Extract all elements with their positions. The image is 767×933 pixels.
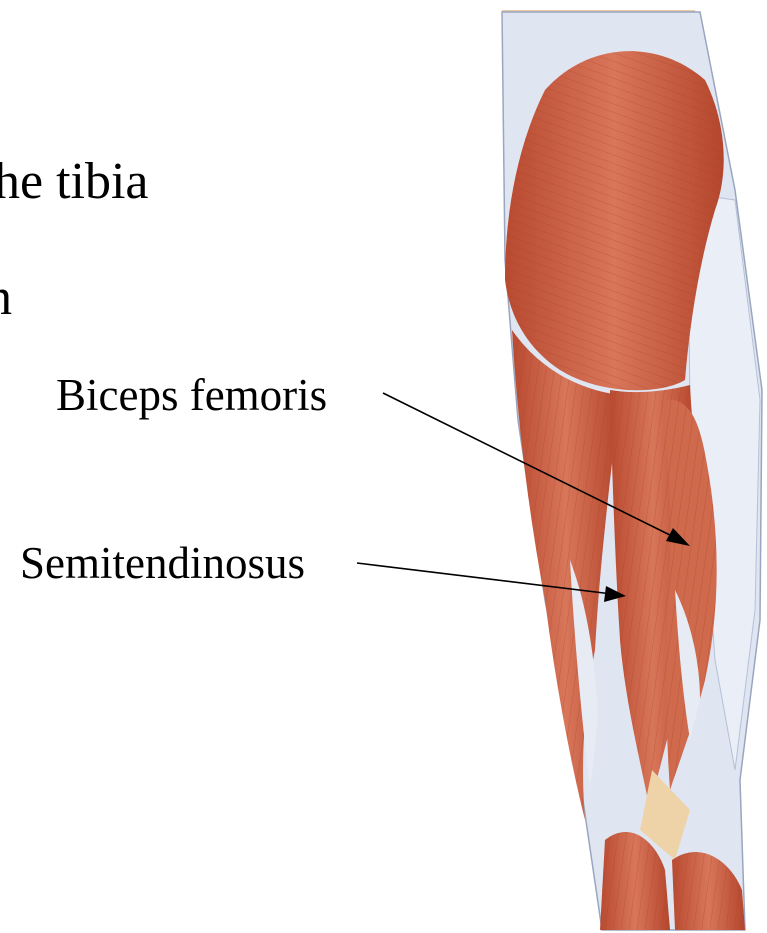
label-semitendinosus: Semitendinosus bbox=[20, 541, 305, 586]
label-biceps-femoris: Biceps femoris bbox=[56, 373, 327, 418]
